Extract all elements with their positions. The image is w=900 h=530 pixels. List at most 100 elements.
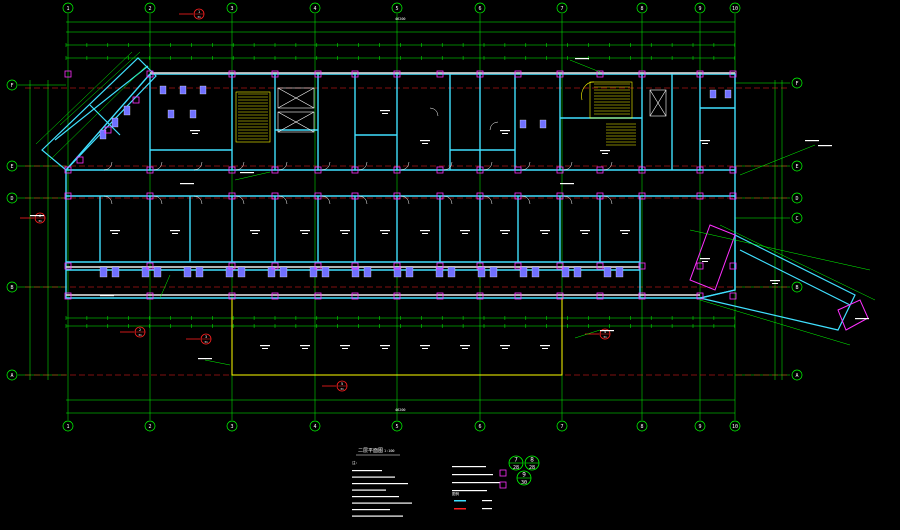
axis-bubble-right-C xyxy=(791,212,803,224)
index-symbol-sheet: 28 xyxy=(529,465,535,471)
axis-label-bottom-2: 2 xyxy=(148,424,151,430)
axis-label-left-E: E xyxy=(10,164,13,170)
section-mark-sheet: 31 xyxy=(340,387,344,391)
axis-bubble-left-B xyxy=(6,281,18,293)
axis-label-top-4: 4 xyxy=(313,6,316,12)
overall-dimension-top: 46200 xyxy=(395,17,406,21)
axis-label-right-A: A xyxy=(795,373,798,379)
axis-label-right-D: D xyxy=(795,196,798,202)
axis-label-top-3: 3 xyxy=(230,6,233,12)
axis-label-bottom-1: 1 xyxy=(66,424,69,430)
section-mark-sheet: 31 xyxy=(603,335,607,339)
axis-bubble-bottom-6 xyxy=(474,420,486,432)
axis-label-bottom-5: 5 xyxy=(395,424,398,430)
axis-label-left-B: B xyxy=(10,285,13,291)
axis-bubble-bottom-9 xyxy=(694,420,706,432)
axis-bubble-bottom-8 xyxy=(636,420,648,432)
axis-bubble-top-6 xyxy=(474,2,486,14)
axis-bubble-top-10 xyxy=(729,2,741,14)
axis-bubble-left-A xyxy=(6,369,18,381)
right-angled-wing xyxy=(699,234,856,331)
section-mark-id: 5 xyxy=(341,382,343,386)
notes-text-lines xyxy=(352,466,500,517)
leader-lines xyxy=(159,59,816,366)
axis-bubble-right-E xyxy=(791,160,803,172)
left-angled-wing xyxy=(41,57,157,171)
axis-bubble-right-B xyxy=(791,281,803,293)
axis-bubble-top-8 xyxy=(636,2,648,14)
axis-bubble-bottom-7 xyxy=(556,420,568,432)
axis-label-left-F: F xyxy=(10,83,13,89)
axis-bubble-left-D xyxy=(6,192,18,204)
sanitary-fixtures xyxy=(99,85,732,278)
axis-label-top-5: 5 xyxy=(395,6,398,12)
left-axis-bubbles: F E D B A xyxy=(6,79,783,381)
stair-core-2 xyxy=(581,81,633,119)
axis-bubble-top-7 xyxy=(556,2,568,14)
axis-bubble-bottom-4 xyxy=(309,420,321,432)
section-mark-sheet: 31 xyxy=(197,15,201,19)
section-mark-sheet: 31 xyxy=(204,340,208,344)
axis-bubble-left-E xyxy=(6,160,18,172)
axis-label-left-A: A xyxy=(10,373,13,379)
axis-label-top-6: 6 xyxy=(478,6,481,12)
axis-label-bottom-8: 8 xyxy=(640,424,643,430)
section-mark-sheet: 31 xyxy=(138,333,142,337)
right-wing-stair xyxy=(689,224,869,331)
axis-bubble-left-F xyxy=(6,79,18,91)
axis-label-right-B: B xyxy=(795,285,798,291)
axis-label-top-1: 1 xyxy=(66,6,69,12)
axis-label-right-E: E xyxy=(795,164,798,170)
axis-bubble-top-5 xyxy=(391,2,403,14)
axis-label-top-2: 2 xyxy=(148,6,151,12)
index-symbol-num: 9 xyxy=(522,472,526,479)
right-axis-bubbles: F E D C B A xyxy=(735,77,803,381)
index-symbol-num: 7 xyxy=(514,457,518,464)
axis-bubble-bottom-1 xyxy=(62,420,74,432)
axis-bubble-top-4 xyxy=(309,2,321,14)
door-swings xyxy=(103,107,613,205)
axis-bubble-top-1 xyxy=(62,2,74,14)
axis-label-bottom-10: 10 xyxy=(732,424,738,430)
axis-label-bottom-3: 3 xyxy=(230,424,233,430)
axis-label-bottom-4: 4 xyxy=(313,424,316,430)
axis-bubble-bottom-2 xyxy=(144,420,156,432)
axis-bubble-bottom-10 xyxy=(729,420,741,432)
section-mark-id: 4 xyxy=(604,330,606,334)
section-mark-sheet: 31 xyxy=(38,219,42,223)
axis-label-right-C: C xyxy=(795,216,798,222)
overall-dimension-bottom: 46200 xyxy=(395,408,406,412)
axis-label-right-F: F xyxy=(795,81,798,87)
index-symbol-num: 8 xyxy=(530,457,534,464)
axis-label-bottom-9: 9 xyxy=(698,424,701,430)
elevator-shafts xyxy=(277,87,667,133)
room-labels xyxy=(110,110,780,349)
axis-bubble-top-2 xyxy=(144,2,156,14)
index-symbol-sheet: 30 xyxy=(521,480,527,486)
axis-dash-lines xyxy=(25,87,790,376)
axis-label-bottom-6: 6 xyxy=(478,424,481,430)
title-block: 二层平面图 1:100 注: 图例 xyxy=(352,448,460,496)
axis-label-top-9: 9 xyxy=(698,6,701,12)
axis-bubble-bottom-3 xyxy=(226,420,238,432)
axis-bubble-right-A xyxy=(791,369,803,381)
axis-bubble-top-3 xyxy=(226,2,238,14)
right-wing-grid xyxy=(689,224,876,346)
axis-label-left-D: D xyxy=(10,196,13,202)
axis-bubble-right-D xyxy=(791,192,803,204)
axis-bubble-top-9 xyxy=(694,2,706,14)
top-dimension-chain xyxy=(65,21,736,60)
section-mark-id: 1 xyxy=(198,10,200,14)
axis-bubble-bottom-5 xyxy=(391,420,403,432)
structural-columns xyxy=(64,70,737,300)
legend-heading: 图例 xyxy=(452,491,460,496)
section-mark-id: 2 xyxy=(139,328,141,332)
legend xyxy=(454,469,507,510)
axis-bubble-right-F xyxy=(791,77,803,89)
canopy-outline xyxy=(231,298,563,376)
section-mark-id: 3 xyxy=(205,335,207,339)
